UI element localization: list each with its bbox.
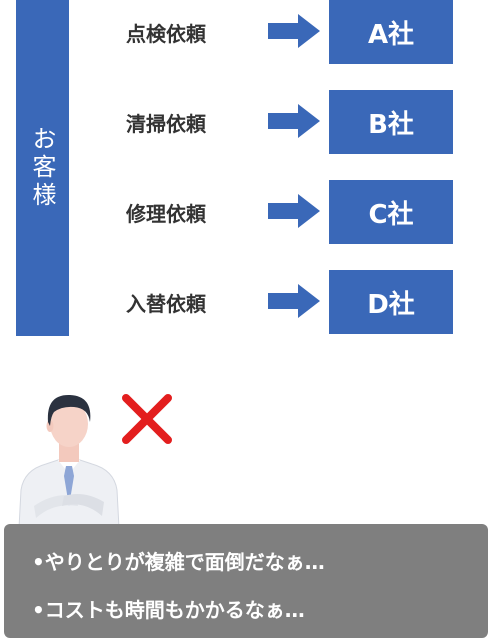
request-label: 入替依頼 (126, 292, 206, 316)
comment-line: •やりとりが複雑で面倒だなぁ… (32, 550, 325, 574)
right-arrow-icon (268, 14, 320, 48)
right-arrow-icon (268, 194, 320, 228)
businessman-icon (18, 394, 120, 528)
request-row-a: 点検依頼 A社 (0, 0, 489, 64)
right-arrow-icon (268, 284, 320, 318)
request-row-d: 入替依頼 D社 (0, 270, 489, 334)
company-box: D社 (329, 270, 453, 334)
customer-bar: お客様 (16, 0, 69, 336)
request-row-c: 修理依頼 C社 (0, 180, 489, 244)
request-label: 修理依頼 (126, 202, 206, 226)
cross-mark-icon (122, 394, 172, 444)
company-box: A社 (329, 0, 453, 64)
company-box: C社 (329, 180, 453, 244)
request-label: 点検依頼 (126, 22, 206, 46)
right-arrow-icon (268, 104, 320, 138)
customer-label: お客様 (28, 126, 56, 210)
request-label: 清掃依頼 (126, 112, 206, 136)
request-row-b: 清掃依頼 B社 (0, 90, 489, 154)
comment-box: •やりとりが複雑で面倒だなぁ… •コストも時間もかかるなぁ… (4, 524, 488, 638)
comment-line: •コストも時間もかかるなぁ… (32, 598, 305, 622)
company-box: B社 (329, 90, 453, 154)
